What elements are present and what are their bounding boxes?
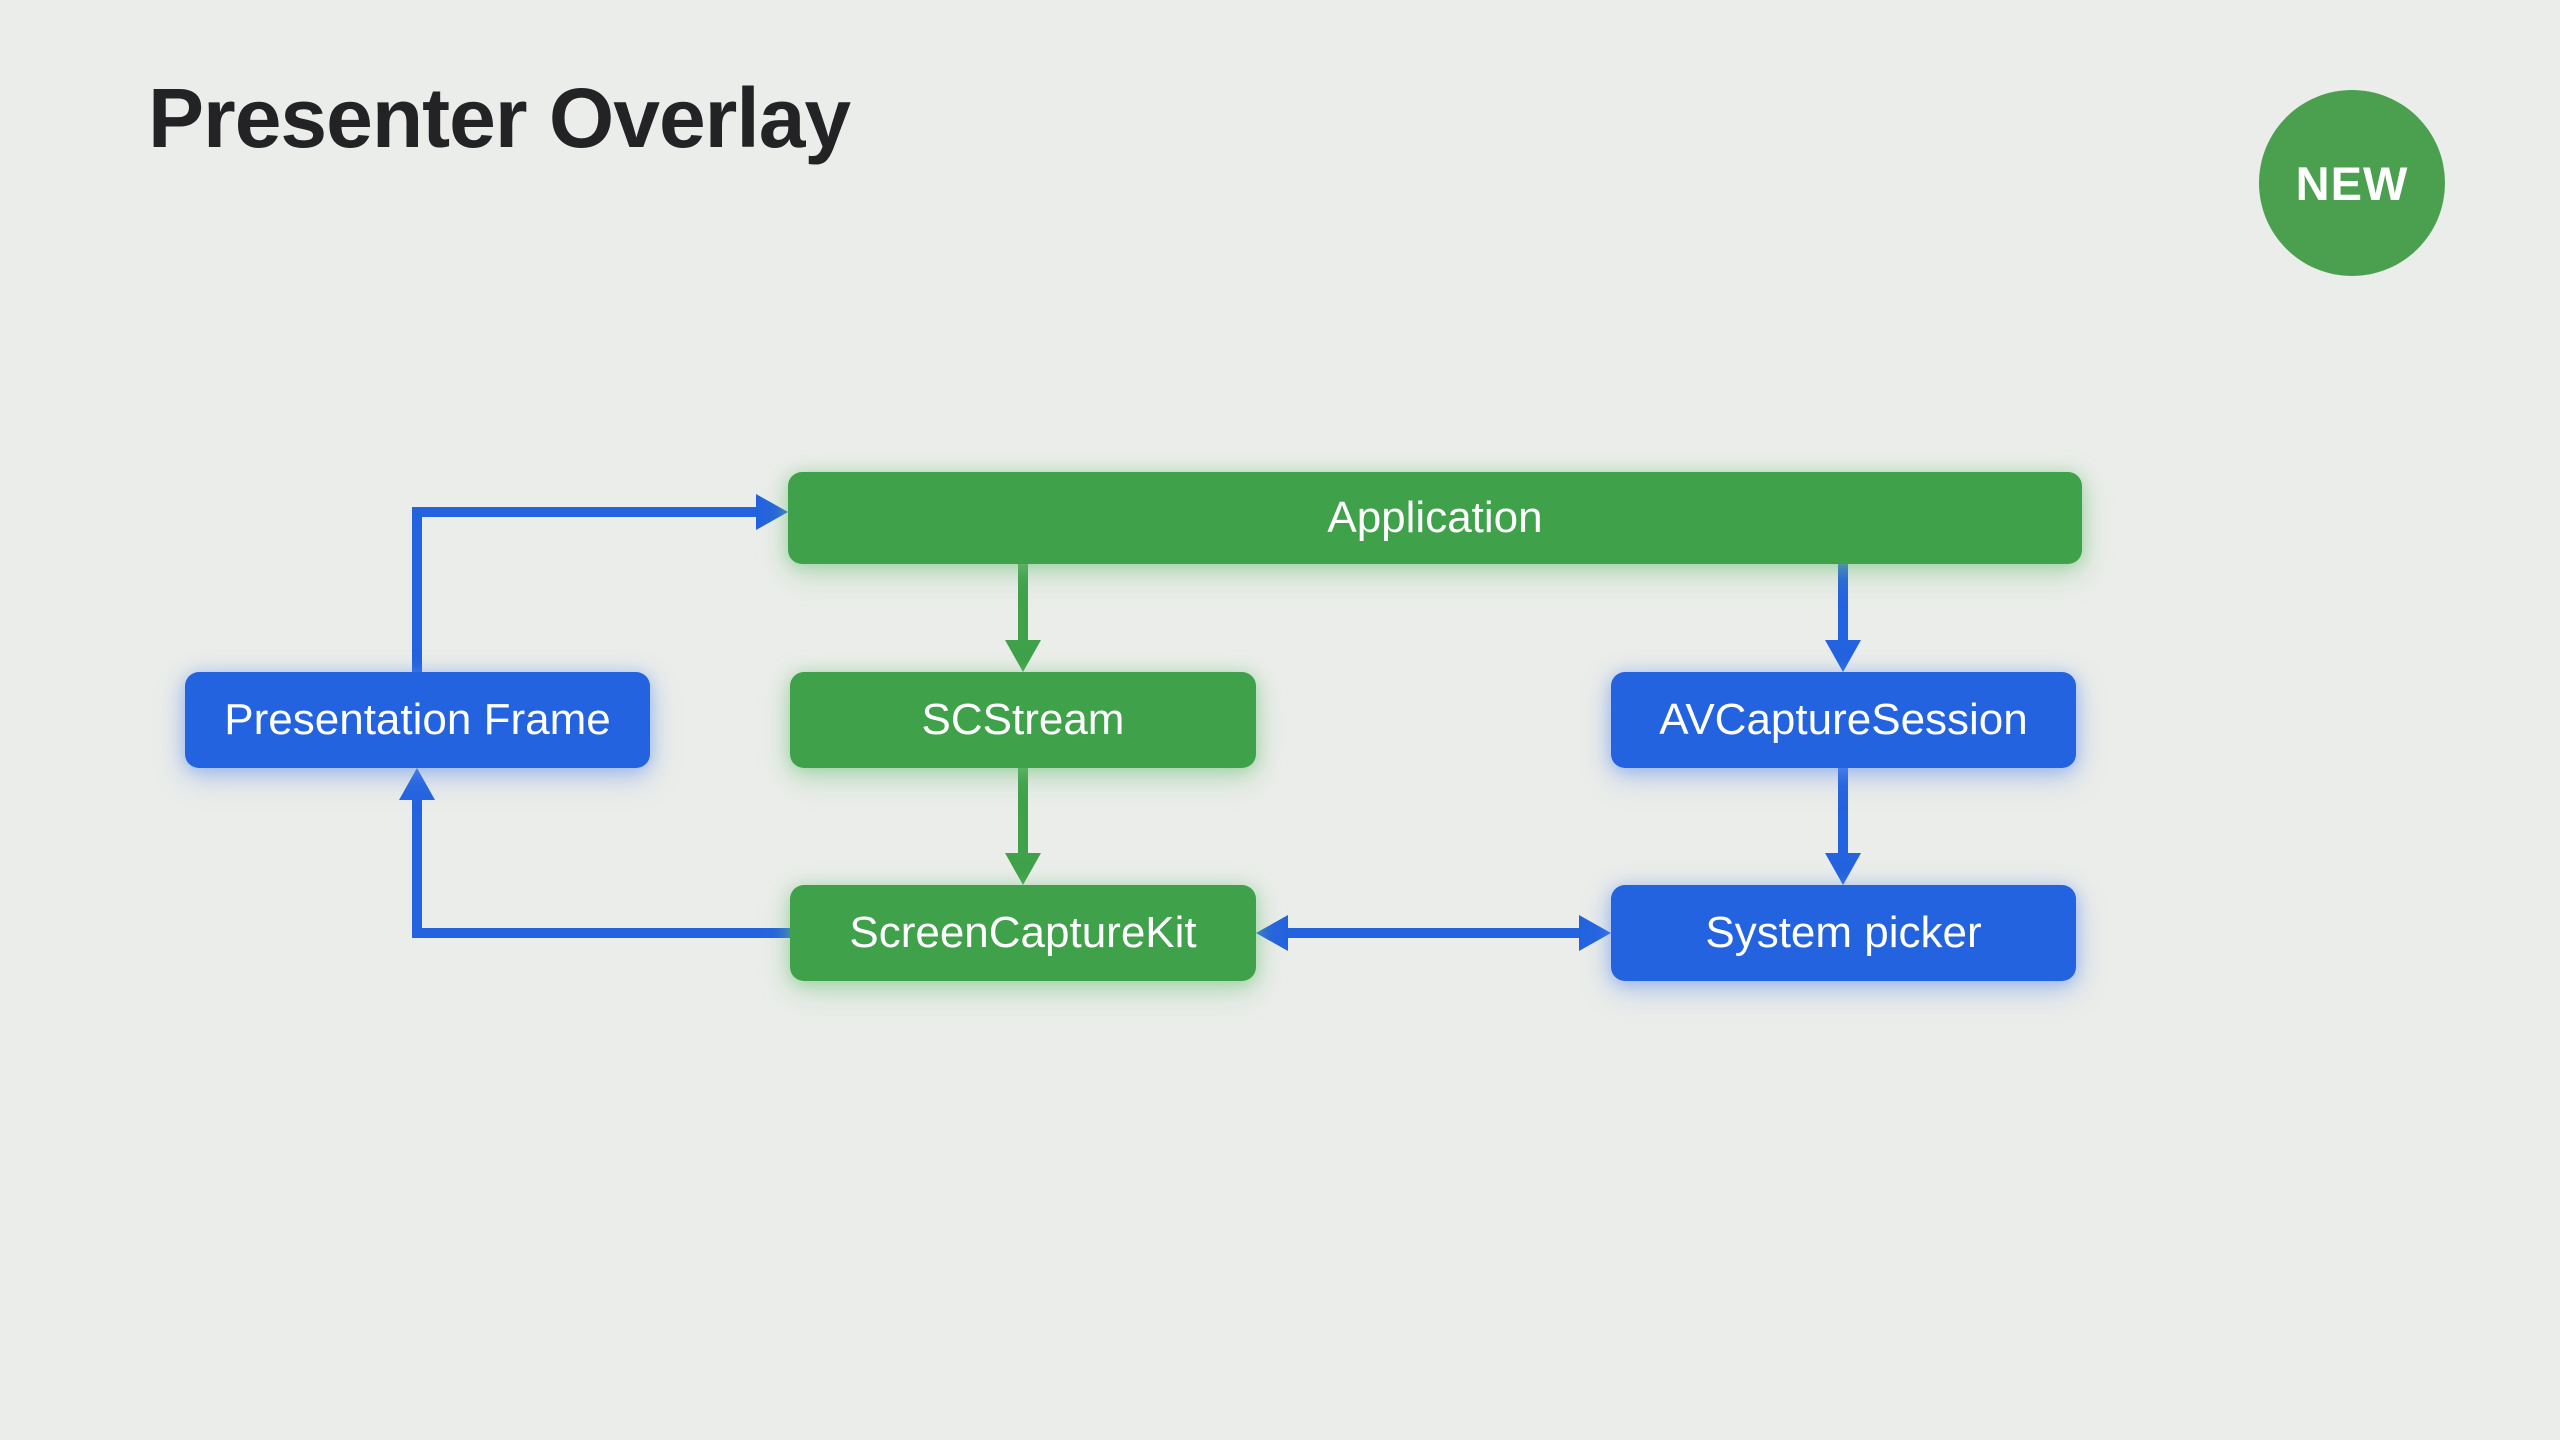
node-label: System picker (1705, 908, 1982, 957)
page-title: Presenter Overlay (148, 71, 851, 165)
node-presentation-frame: Presentation Frame (185, 672, 650, 768)
new-badge-label: NEW (2295, 156, 2409, 210)
arrowhead-down-icon (1825, 640, 1861, 672)
node-application: Application (788, 472, 2082, 564)
node-scstream: SCStream (790, 672, 1256, 768)
edge-line (412, 928, 790, 938)
node-label: Presentation Frame (224, 695, 611, 744)
edge-line (1018, 768, 1028, 857)
arrowhead-right-icon (1579, 915, 1611, 951)
arrowhead-left-icon (1256, 915, 1288, 951)
edge-line (1838, 768, 1848, 857)
edge-line (1838, 564, 1848, 644)
node-system-picker: System picker (1611, 885, 2076, 981)
node-label: Application (1327, 493, 1543, 542)
node-avcapturesession: AVCaptureSession (1611, 672, 2076, 768)
node-label: AVCaptureSession (1659, 695, 2028, 744)
edge-line (412, 507, 758, 517)
node-label: SCStream (921, 695, 1125, 744)
edge-line (1286, 928, 1581, 938)
node-label: ScreenCaptureKit (849, 908, 1197, 957)
edge-line (412, 507, 422, 672)
arrowhead-right-icon (756, 494, 788, 530)
arrowhead-down-icon (1825, 853, 1861, 885)
edge-line (412, 796, 422, 938)
arrowhead-down-icon (1005, 853, 1041, 885)
edge-line (1018, 564, 1028, 644)
arrowhead-down-icon (1005, 640, 1041, 672)
new-badge: NEW (2259, 90, 2445, 276)
node-screencapturekit: ScreenCaptureKit (790, 885, 1256, 981)
arrowhead-up-icon (399, 768, 435, 800)
